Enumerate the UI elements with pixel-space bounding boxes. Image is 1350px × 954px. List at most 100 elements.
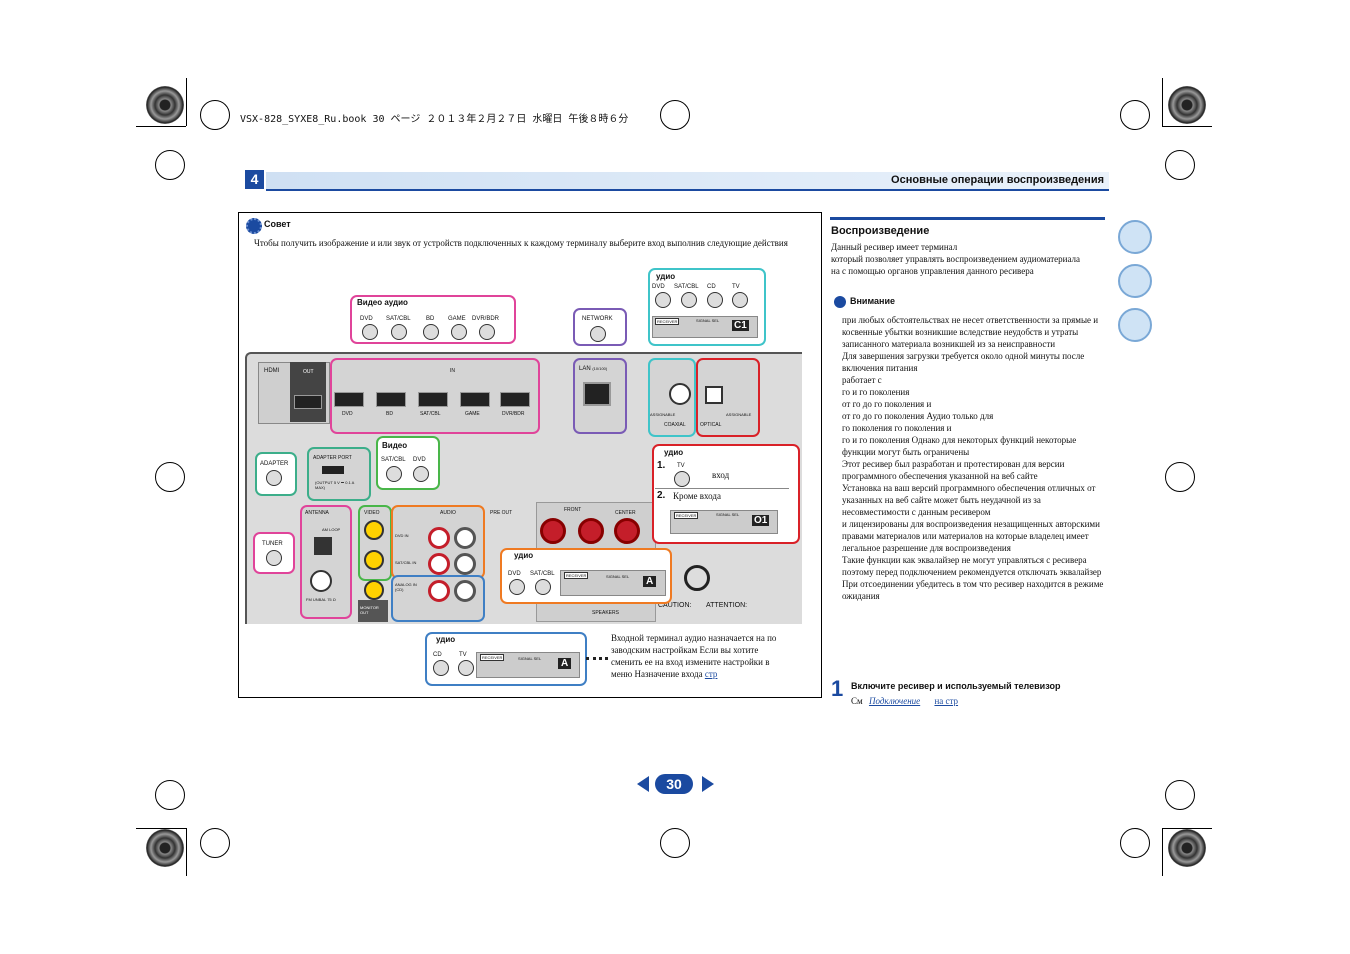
audio-top-tv-button[interactable] <box>732 292 748 308</box>
input-satcbl-button[interactable]: SAT/CBL <box>386 316 411 322</box>
receiver-button-bottom[interactable]: RECEIVER <box>480 654 505 661</box>
assignable-optical: ASSIGNABLE <box>726 412 752 417</box>
book-icon[interactable] <box>1118 220 1152 254</box>
caution-text: при любых обстоятельствах не несет ответ… <box>842 314 1106 602</box>
audio-top-satcbl-button[interactable] <box>681 292 697 308</box>
audio-bottom-tv-button[interactable] <box>458 660 474 676</box>
input-dvrbdr-button[interactable]: DVR/BDR <box>472 316 500 322</box>
o1-label: O1 <box>752 515 770 526</box>
crop-target-bottom-right <box>1120 828 1150 858</box>
audio-top-cd-label: CD <box>707 284 716 290</box>
input-bd-button[interactable]: BD <box>426 316 435 322</box>
callout-video <box>376 436 440 490</box>
crop-target-bottom-center <box>660 828 690 858</box>
playback-heading: Воспроизведение <box>831 225 930 237</box>
remote-icon[interactable] <box>1118 264 1152 298</box>
crop-target-top-right <box>1120 100 1150 130</box>
crop-target-left-lower <box>155 780 185 810</box>
audio-mid-dvd-label: DVD <box>508 571 521 577</box>
adapter-button-label: ADAPTER <box>260 461 289 467</box>
input-assign-note: Входной терминал аудио назначается на по… <box>611 633 777 679</box>
receiver-button-top[interactable]: RECEIVER <box>655 318 680 325</box>
video-dvd-label: DVD <box>413 457 426 463</box>
crop-target-left-upper <box>155 150 185 180</box>
input-game-button[interactable]: GAME <box>448 316 466 322</box>
lan-label: LAN (10/100) <box>579 366 608 372</box>
caution-label: CAUTION: <box>658 602 692 609</box>
step-number: 1 <box>831 676 844 701</box>
crop-target-right-mid <box>1165 462 1195 492</box>
tip-text: Чтобы получить изображение и или звук от… <box>254 238 788 248</box>
audio-bottom-title: удио <box>436 635 456 644</box>
audio-mid-dvd-button[interactable] <box>509 579 525 595</box>
step-link-page[interactable]: на стр <box>934 696 959 706</box>
caution-para-1: при любых обстоятельствах не несет ответ… <box>842 315 1099 349</box>
video-jack-label: VIDEO <box>364 510 380 516</box>
receiver-button-mid[interactable]: RECEIVER <box>564 572 589 579</box>
coaxial-label: COAXIAL <box>664 422 686 428</box>
registration-mark-bottom-left <box>146 829 184 867</box>
caution-para-5: от го до го поколения и <box>842 399 932 409</box>
next-page-arrow-icon[interactable] <box>702 776 714 792</box>
playback-intro: Данный ресивер имеет терминал который по… <box>831 242 1081 276</box>
signal-sel-label-steps: SIGNAL SEL <box>716 512 740 517</box>
step2-number: 2. <box>657 490 666 501</box>
prev-page-arrow-icon[interactable] <box>637 776 649 792</box>
hdmi-port-label-dvd: DVD <box>342 411 353 417</box>
caution-para-8: го и го поколения Однако для некоторых ф… <box>842 435 1077 457</box>
audio-steps-title: удио <box>664 448 684 457</box>
step1-number: 1. <box>657 460 666 471</box>
audio-top-cd-button[interactable] <box>707 292 723 308</box>
video-satcbl-label: SAT/CBL <box>381 457 406 463</box>
registration-mark-top-right <box>1168 86 1206 124</box>
registration-mark-top-left <box>146 86 184 124</box>
step1-text: вход <box>712 470 730 480</box>
a-label-bottom: A <box>558 658 572 669</box>
caution-para-2: Для завершения загрузки требуется около … <box>842 351 1085 373</box>
front-label: FRONT <box>564 507 582 513</box>
tuner-button-label: TUNER <box>262 541 283 547</box>
audio-top-satcbl-label: SAT/CBL <box>674 284 699 290</box>
hdmi-port-label-bd: BD <box>386 411 393 417</box>
antenna-label: ANTENNA <box>305 510 329 516</box>
assignable-coax: ASSIGNABLE <box>650 412 676 417</box>
audio-bottom-cd-button[interactable] <box>433 660 449 676</box>
satcbl-in-label: SAT/CBL IN <box>395 560 417 565</box>
help-icon[interactable] <box>1118 308 1152 342</box>
audio-top-dvd-label: DVD <box>652 284 665 290</box>
signal-sel-label-mid: SIGNAL SEL <box>606 574 630 579</box>
c1-label: C1 <box>732 320 749 331</box>
video-dvd-button[interactable] <box>413 466 429 482</box>
center-label: CENTER <box>615 510 636 516</box>
caution-para-3: работает с <box>842 375 882 385</box>
receiver-button-steps[interactable]: RECEIVER <box>674 512 699 519</box>
hdmi-port-row: DVD BD SAT/CBL GAME DVR/BDR <box>334 392 534 422</box>
note-page-link[interactable]: стр <box>704 669 718 679</box>
audio-top-dvd-button[interactable] <box>655 292 671 308</box>
audio-mid-title: удио <box>514 551 534 560</box>
network-button[interactable] <box>590 326 606 342</box>
step1-tv-button[interactable] <box>674 471 690 487</box>
tip-gear-icon <box>246 218 262 234</box>
attention-label: ATTENTION: <box>706 602 748 609</box>
tuner-button[interactable] <box>266 550 282 566</box>
crop-target-left-mid <box>155 462 185 492</box>
caution-para-10: Установка на ваш версий программного обе… <box>842 483 1096 517</box>
page-number: 30 <box>655 774 693 794</box>
step-link-connection[interactable]: Подключение <box>868 696 921 706</box>
network-button-label: NETWORK <box>582 316 613 322</box>
hdmi-out-port <box>294 395 322 409</box>
caution-icon <box>834 296 846 308</box>
input-dvd-button[interactable]: DVD <box>360 316 373 322</box>
am-loop-label: AM LOOP <box>322 527 341 532</box>
step1-tv-label: TV <box>677 463 685 469</box>
adapter-button[interactable] <box>266 470 282 486</box>
signal-sel-label-bottom: SIGNAL SEL <box>518 656 542 661</box>
video-satcbl-button[interactable] <box>386 466 402 482</box>
crop-target-top-left <box>200 100 230 130</box>
crop-target-top-center <box>660 100 690 130</box>
adapter-port-label: ADAPTER PORT <box>313 455 352 461</box>
audio-mid-satcbl-button[interactable] <box>535 579 551 595</box>
adapter-port-highlight <box>307 447 371 501</box>
crop-target-right-upper <box>1165 150 1195 180</box>
